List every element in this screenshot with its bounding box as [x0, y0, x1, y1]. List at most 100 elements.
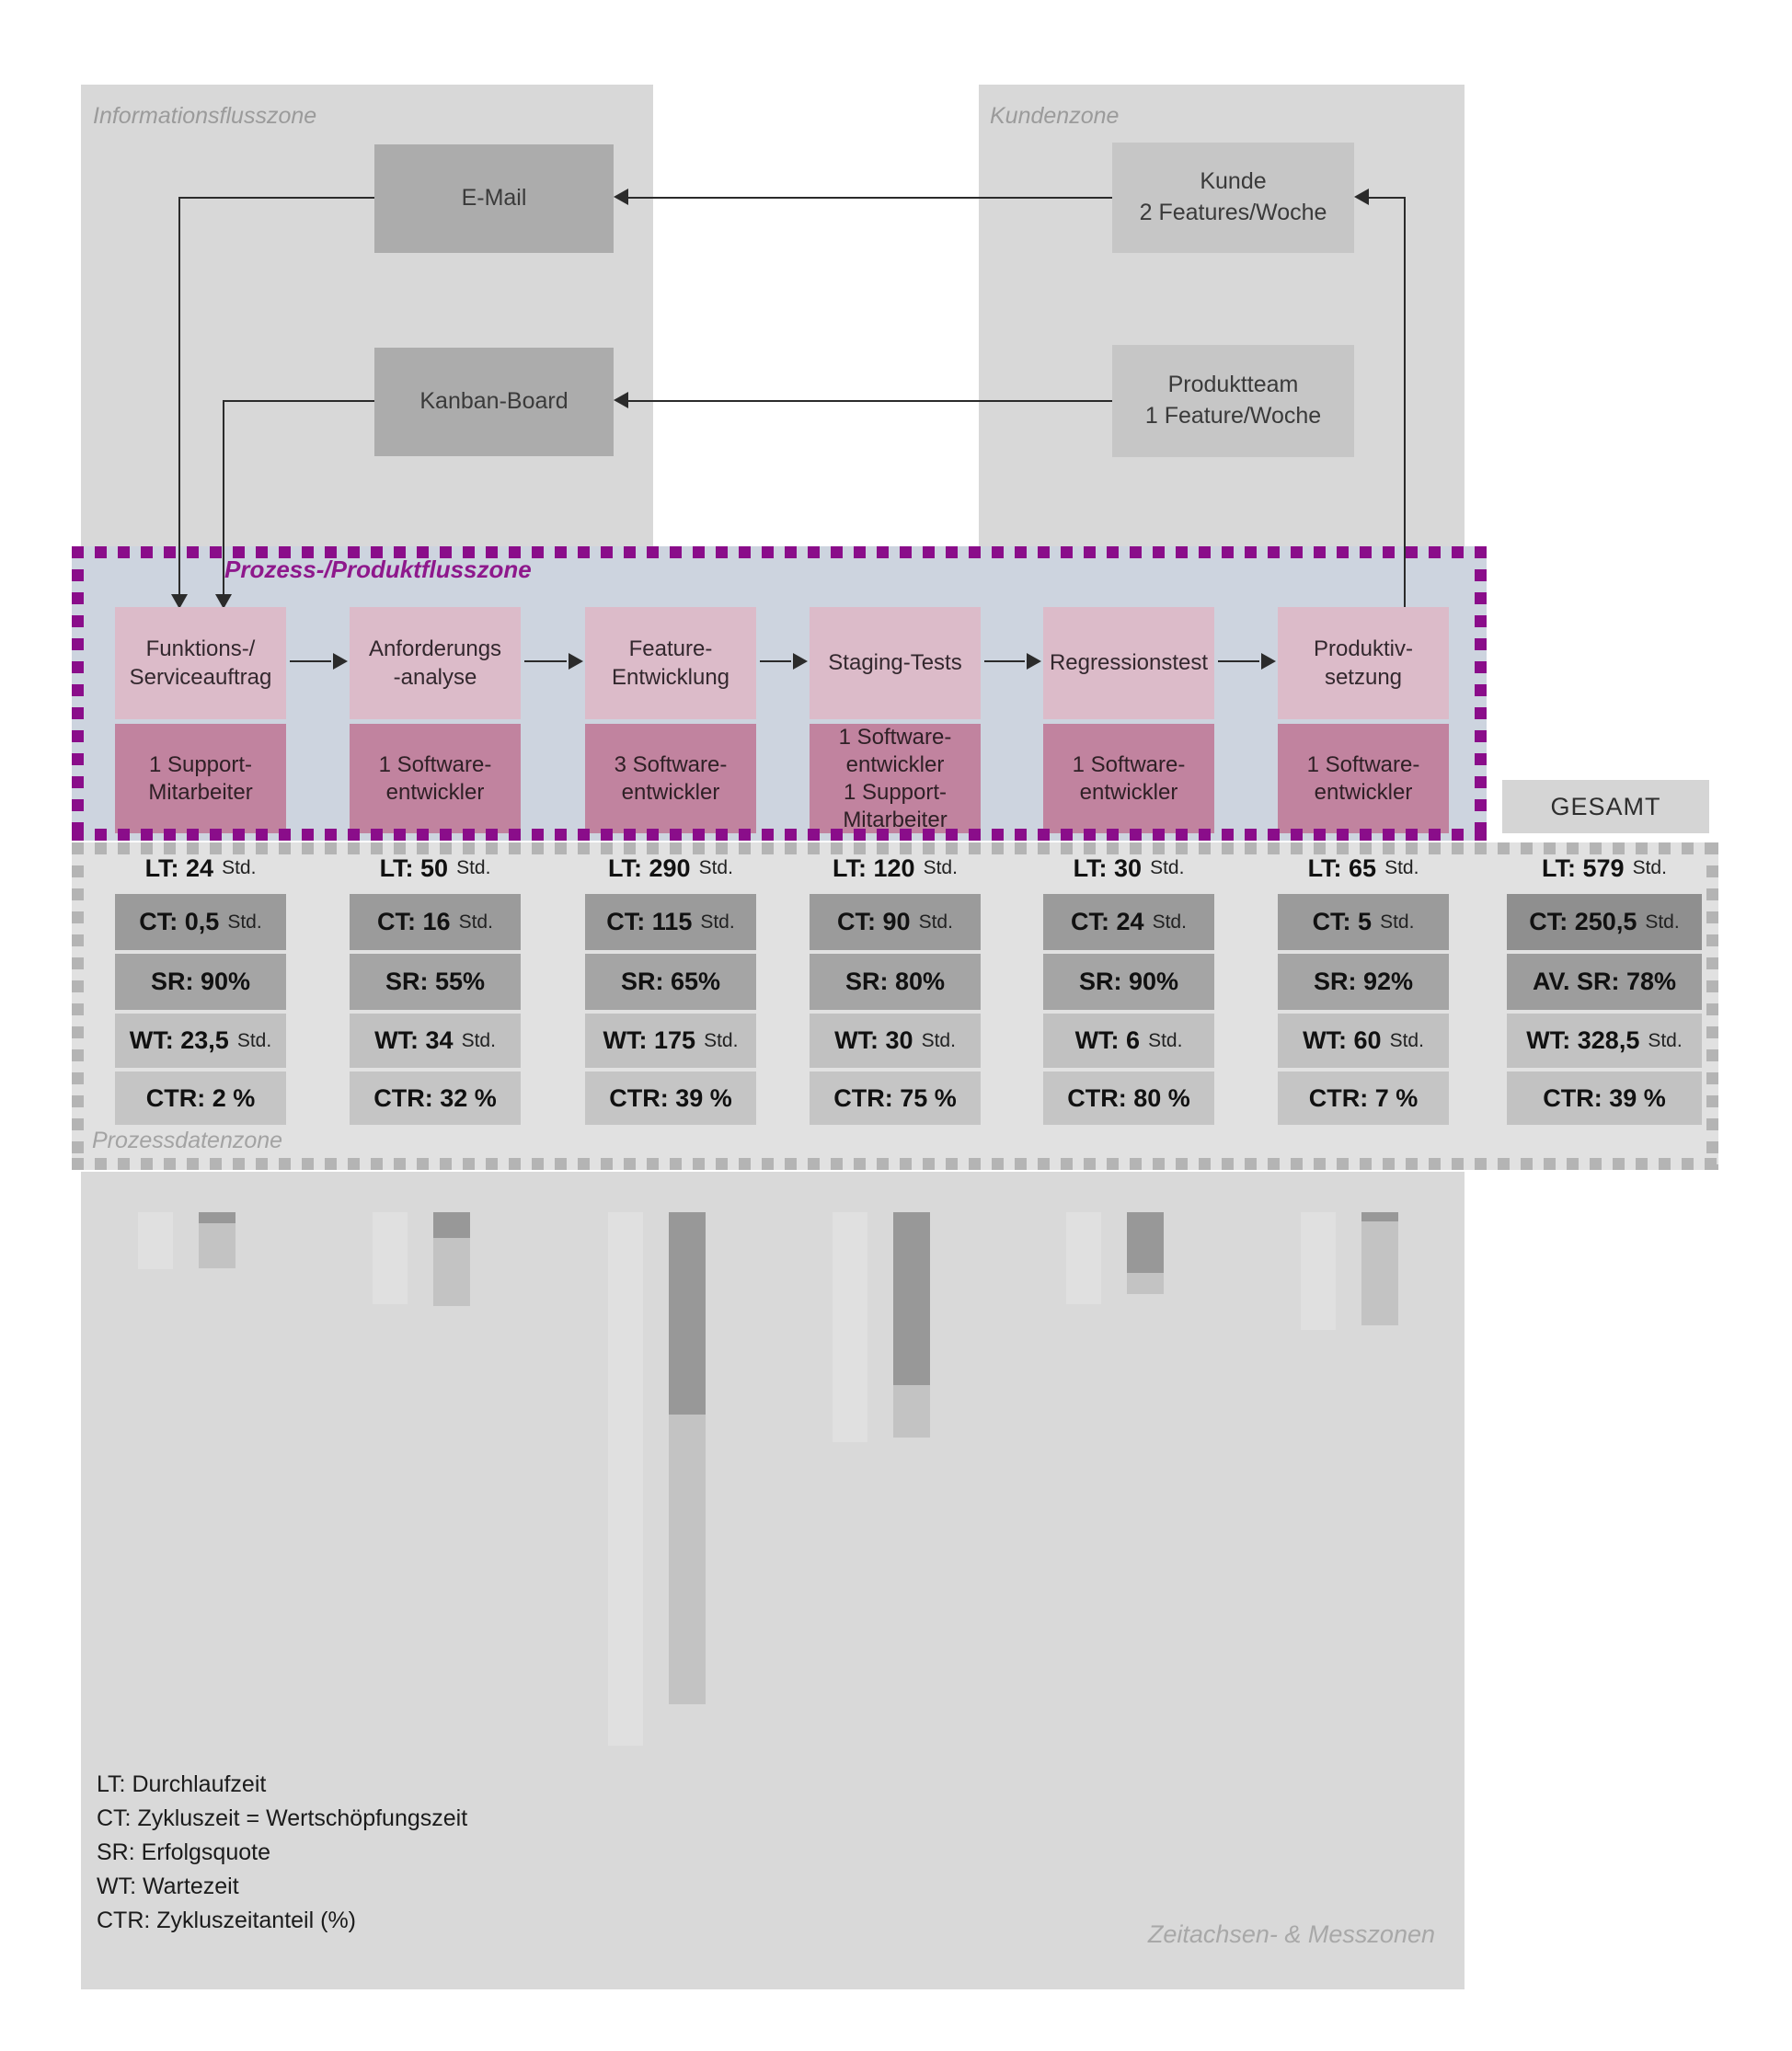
zone-label-kunden: Kundenzone [990, 103, 1120, 129]
lt-unit: Std. [698, 857, 733, 878]
line-produktteam-to-kanban [628, 400, 1112, 402]
ct-value: CT: 16 [377, 908, 451, 935]
flow-arrowhead-icon [793, 653, 808, 670]
timeline-bar-cycle-time [1127, 1212, 1164, 1273]
zone-label-prozessdaten: Prozessdatenzone [92, 1128, 283, 1153]
lt-row: LT: 24 Std. [115, 854, 286, 883]
ct-box: CT: 24 Std. [1043, 894, 1214, 950]
zone-label-prozessfluss: Prozess-/Produktflusszone [224, 556, 532, 583]
wt-box: WT: 34 Std. [350, 1014, 521, 1068]
ct-unit: Std. [458, 911, 493, 933]
ct-value: CT: 90 [837, 908, 911, 935]
ct-value: CT: 0,5 [139, 908, 220, 935]
timeline-bar [669, 1212, 706, 1704]
timeline-ghost-strip [833, 1212, 867, 1442]
lt-value: LT: 120 [833, 854, 915, 882]
wt-value: WT: 34 [374, 1026, 454, 1054]
process-column: Regressionstest 1 Software- entwickler L… [1043, 0, 1214, 2051]
flow-line [760, 660, 791, 662]
ct-unit: Std. [1152, 911, 1187, 933]
process-step-title: Anforderungs -analyse [350, 607, 521, 719]
timeline-bar [199, 1212, 235, 1268]
ct-box: CT: 90 Std. [810, 894, 981, 950]
metric-legend: LT: Durchlaufzeit CT: Zykluszeit = Werts… [97, 1771, 468, 1933]
sr-value: SR: 65% [620, 968, 721, 995]
ct-value: CT: 5 [1312, 908, 1373, 935]
process-step-staff: 1 Software- entwickler 1 Support- Mitarb… [810, 724, 981, 833]
wt-box: WT: 6 Std. [1043, 1014, 1214, 1068]
arrowhead-into-kunde-icon [1354, 189, 1369, 205]
process-step-title: Funktions-/ Serviceauftrag [115, 607, 286, 719]
gesamt-ct-unit: Std. [1645, 911, 1680, 933]
timeline-bar-cycle-time [669, 1212, 706, 1415]
lt-row: LT: 290 Std. [585, 854, 756, 883]
gesamt-ct-value: CT: 250,5 [1529, 908, 1637, 935]
lt-row: LT: 50 Std. [350, 854, 521, 883]
lt-unit: Std. [923, 857, 958, 878]
arrowhead-kanban-into-step1-icon [215, 594, 232, 609]
ctr-value: CTR: 2 % [145, 1083, 256, 1112]
ct-box: CT: 115 Std. [585, 894, 756, 950]
ct-unit: Std. [700, 911, 735, 933]
timeline-bar-wait-time [433, 1238, 470, 1306]
zone-label-informationsfluss: Informationsflusszone [93, 103, 317, 129]
timeline-bar-wait-time [1361, 1221, 1398, 1325]
timeline-bar [1127, 1212, 1164, 1294]
timeline-bar [433, 1212, 470, 1306]
lt-row: LT: 30 Std. [1043, 854, 1214, 883]
flow-arrowhead-icon [569, 653, 583, 670]
sr-box: SR: 65% [585, 954, 756, 1010]
line-produktiv-to-kunde-v [1404, 197, 1406, 607]
lt-value: LT: 290 [608, 854, 691, 882]
line-kanban-feed-h [224, 400, 374, 402]
ct-value: CT: 115 [606, 908, 693, 935]
line-kanban-feed-v [223, 400, 224, 594]
line-email-feed-v [178, 197, 180, 594]
process-step-title: Feature- Entwicklung [585, 607, 756, 719]
ctr-box: CTR: 32 % [350, 1071, 521, 1125]
wt-unit: Std. [1148, 1029, 1183, 1051]
timeline-ghost-strip [608, 1212, 643, 1746]
sr-value: SR: 90% [150, 968, 251, 995]
timeline-ghost-strip [1066, 1212, 1101, 1304]
node-kanban-board: Kanban-Board [374, 348, 614, 456]
ct-unit: Std. [227, 911, 262, 933]
ctr-box: CTR: 75 % [810, 1071, 981, 1125]
sr-value: SR: 90% [1078, 968, 1179, 995]
flow-line [1218, 660, 1259, 662]
timeline-bar [893, 1212, 930, 1438]
lt-value: LT: 24 [144, 854, 214, 882]
process-column: Anforderungs -analyse 1 Software- entwic… [350, 0, 521, 2051]
timeline-bar-cycle-time [1361, 1212, 1398, 1221]
wt-box: WT: 23,5 Std. [115, 1014, 286, 1068]
ctr-value: CTR: 32 % [373, 1083, 497, 1112]
timeline-bar-wait-time [669, 1415, 706, 1704]
sr-box: SR: 90% [1043, 954, 1214, 1010]
process-step-staff: 1 Support- Mitarbeiter [115, 724, 286, 833]
node-kunde: Kunde 2 Features/Woche [1112, 143, 1354, 253]
flow-line [524, 660, 567, 662]
gesamt-ctr-box: CTR: 39 % [1507, 1071, 1702, 1125]
process-step-title: Regressionstest [1043, 607, 1214, 719]
ctr-value: CTR: 80 % [1067, 1083, 1190, 1112]
flow-arrowhead-icon [1261, 653, 1276, 670]
wt-value: WT: 6 [1074, 1026, 1141, 1054]
arrowhead-into-email-icon [614, 189, 628, 205]
sr-value: SR: 55% [385, 968, 486, 995]
lt-row: LT: 120 Std. [810, 854, 981, 883]
gesamt-wt-value: WT: 328,5 [1526, 1026, 1640, 1054]
process-column: Feature- Entwicklung 3 Software- entwick… [585, 0, 756, 2051]
sr-value: SR: 92% [1313, 968, 1414, 995]
timeline-bar-cycle-time [199, 1212, 235, 1223]
ctr-box: CTR: 2 % [115, 1071, 286, 1125]
timeline-bar-wait-time [893, 1385, 930, 1438]
process-step-staff: 3 Software- entwickler [585, 724, 756, 833]
process-step-staff: 1 Software- entwickler [1278, 724, 1449, 833]
ctr-value: CTR: 39 % [609, 1083, 732, 1112]
timeline-ghost-strip [1301, 1212, 1336, 1330]
zone-prozessfluss [72, 546, 1487, 841]
gesamt-lt-unit: Std. [1632, 857, 1667, 878]
wt-unit: Std. [236, 1029, 272, 1051]
